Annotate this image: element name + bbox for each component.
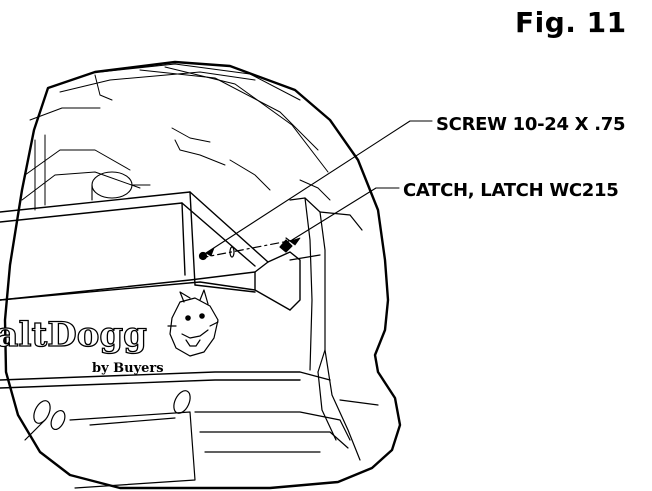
latch-hardware [198,237,295,261]
dog-mascot-icon [167,289,219,357]
logo-brand-text: SaltDogg [0,315,147,355]
spacer-icon [229,246,235,258]
figure-label: Fig. 11 [515,6,627,39]
catch-leader [291,187,400,241]
drawing-outline [3,60,402,490]
top-rails [21,63,331,211]
leader-lines [205,120,433,254]
screw-callout-label: SCREW 10-24 X .75 [436,114,626,135]
saltdogg-logo [167,289,219,357]
screw-axis-line [199,239,295,259]
side-panel [289,197,379,461]
hopper-box [0,191,331,389]
catch-callout-label: CATCH, LATCH WC215 [403,180,619,201]
bottom-features [24,390,351,489]
screw-leader [205,120,433,254]
shaft-cylinder [91,171,151,201]
logo-byline-text: by Buyers [92,361,164,376]
